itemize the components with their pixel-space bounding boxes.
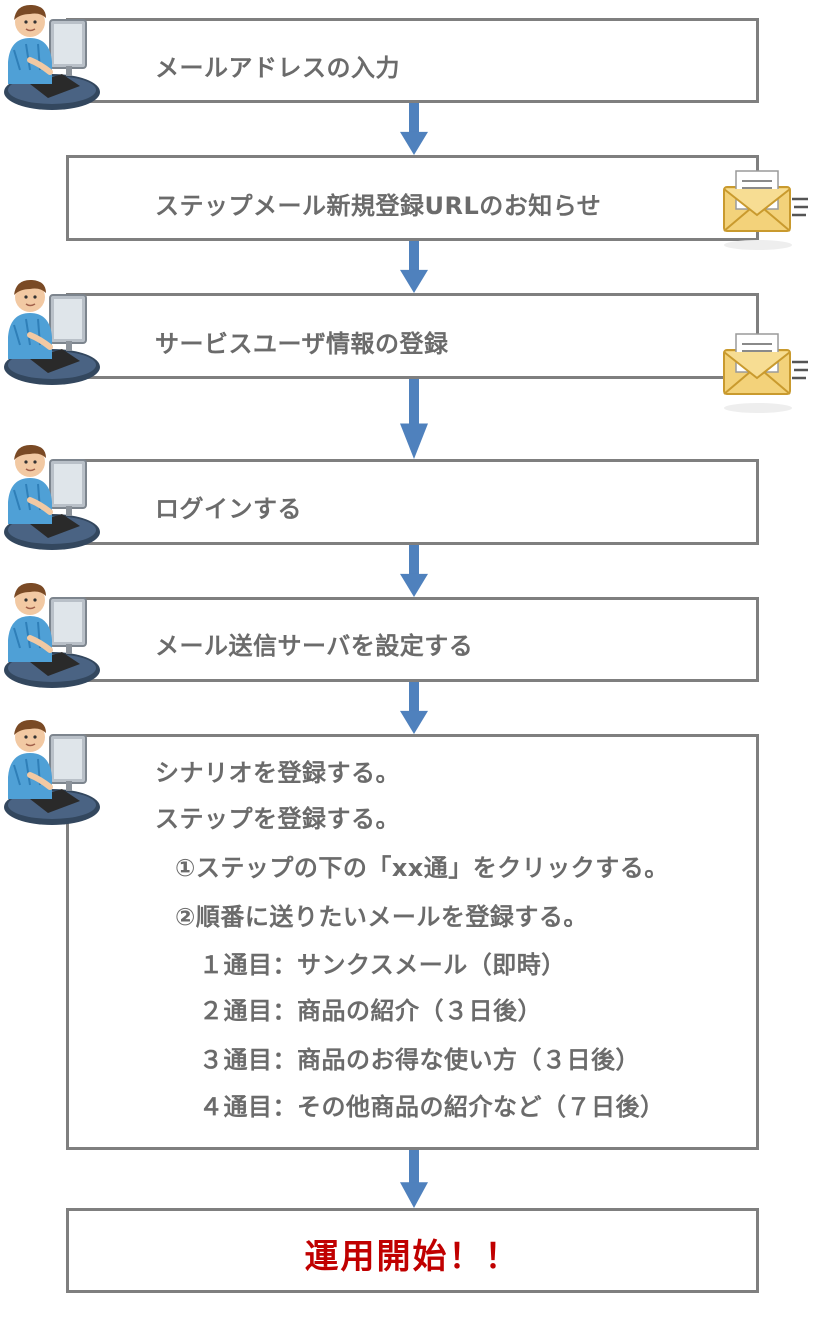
- step-box-mail-server-settings: メール送信サーバを設定する: [66, 597, 759, 682]
- detail-line-substep-2: ②順番に送りたいメールを登録する。: [175, 903, 588, 931]
- arrow-down-icon: [400, 682, 428, 734]
- final-box-operation-start: 運用開始！！: [66, 1208, 759, 1293]
- person-at-computer-icon: [0, 275, 100, 387]
- arrow-down-icon: [400, 1150, 428, 1208]
- detail-line-mail-3: ３通目：商品のお得な使い方（３日後）: [199, 1046, 640, 1074]
- envelope-letter-icon: [718, 328, 810, 420]
- arrow-down-icon: [400, 103, 428, 155]
- envelope-letter-icon: [718, 165, 810, 257]
- person-at-computer-icon: [0, 440, 100, 552]
- step-label: ステップメール新規登録URLのお知らせ: [155, 192, 602, 220]
- step-label: メールアドレスの入力: [155, 54, 400, 82]
- person-at-computer-icon: [0, 578, 100, 690]
- step-label: サービスユーザ情報の登録: [155, 330, 449, 358]
- step-box-login: ログインする: [66, 459, 759, 545]
- detail-line-mail-1: １通目：サンクスメール（即時）: [199, 951, 566, 979]
- final-label: 運用開始！！: [304, 1237, 521, 1277]
- arrow-down-icon: [400, 379, 428, 459]
- detail-line-mail-2: ２通目：商品の紹介（３日後）: [199, 997, 542, 1025]
- detail-line-step: ステップを登録する。: [155, 805, 400, 833]
- step-box-registration-url-notice: ステップメール新規登録URLのお知らせ: [66, 155, 759, 241]
- step-box-scenario-registration: シナリオを登録する。 ステップを登録する。 ①ステップの下の「xx通」をクリック…: [66, 734, 759, 1150]
- detail-line-substep-1: ①ステップの下の「xx通」をクリックする。: [175, 854, 669, 882]
- step-box-email-input: メールアドレスの入力: [66, 18, 759, 103]
- step-label: メール送信サーバを設定する: [155, 632, 474, 660]
- detail-line-mail-4: ４通目：その他商品の紹介など（７日後）: [199, 1093, 665, 1121]
- arrow-down-icon: [400, 241, 428, 293]
- step-label: ログインする: [155, 495, 302, 523]
- detail-line-scenario: シナリオを登録する。: [155, 759, 400, 787]
- person-at-computer-icon: [0, 715, 100, 827]
- step-box-service-user-registration: サービスユーザ情報の登録: [66, 293, 759, 379]
- arrow-down-icon: [400, 545, 428, 597]
- person-at-computer-icon: [0, 0, 100, 112]
